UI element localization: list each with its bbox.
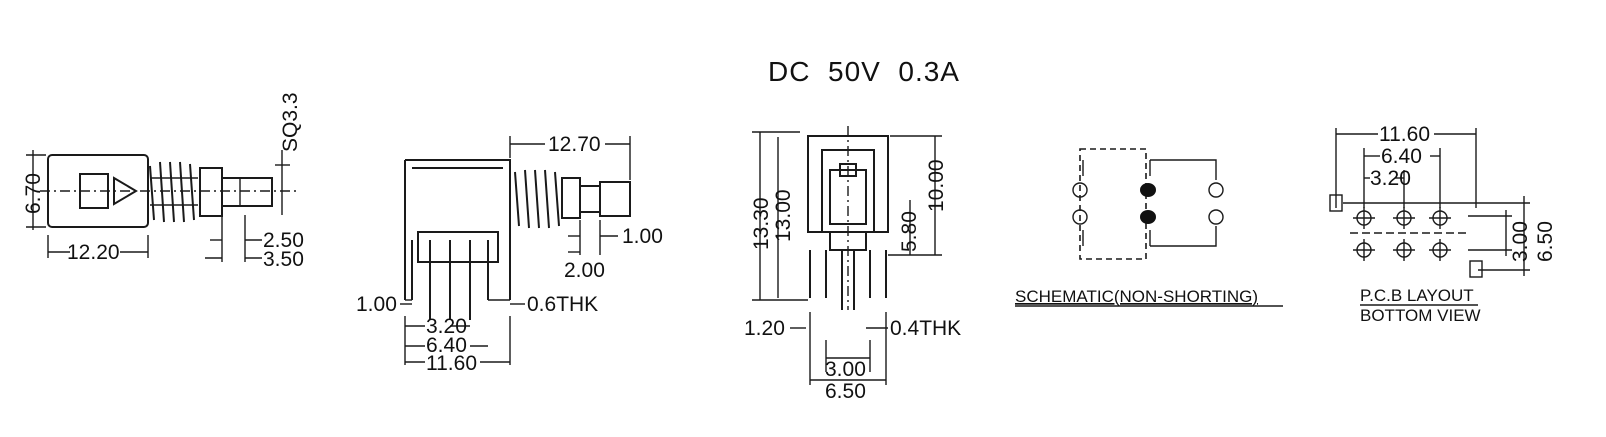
side-view [26, 150, 300, 262]
schematic [1079, 148, 1217, 260]
schematic-contact [1140, 183, 1156, 197]
pcb-pad [1429, 207, 1451, 229]
dim-plunger-1: 2.50 [263, 229, 304, 252]
dim-end-height-1: 13.30 [750, 197, 773, 250]
dim-sq: SQ3.3 [279, 92, 302, 152]
dim-front-pitch-3: 11.60 [426, 352, 477, 375]
schematic-terminal [1208, 209, 1224, 225]
dim-pcb-width-2: 6.40 [1381, 145, 1422, 168]
schematic-terminal [1072, 182, 1088, 198]
dim-pcb-height-1: 3.00 [1509, 221, 1532, 262]
dim-end-height-3: 10.00 [925, 159, 948, 212]
schematic-contact [1140, 210, 1156, 224]
dim-front-pitch-1: 3.20 [426, 315, 467, 338]
dim-end-thickness: 0.4THK [890, 317, 961, 340]
end-view [752, 126, 942, 385]
dim-end-height-4: 5.80 [898, 211, 921, 252]
dim-plunger-2: 3.50 [263, 248, 304, 271]
dim-end-pin-width: 1.20 [744, 317, 785, 340]
pcb-mount-hole [1469, 260, 1483, 278]
dim-end-width-1: 3.00 [825, 358, 866, 381]
dim-pcb-height-2: 6.50 [1534, 221, 1557, 262]
dim-front-d1: 1.00 [622, 225, 663, 248]
dim-length: 12.20 [67, 241, 120, 264]
pcb-label: P.C.B LAYOUT [1360, 286, 1474, 305]
dim-pcb-width-3: 3.20 [1370, 167, 1411, 190]
dim-pcb-width-1: 11.60 [1379, 123, 1430, 146]
pcb-mount-hole [1329, 194, 1343, 212]
rating-title: DC 50V 0.3A [768, 56, 960, 87]
pcb-layout [1335, 128, 1530, 276]
schematic-terminal [1208, 182, 1224, 198]
dim-front-pitch-2: 6.40 [426, 334, 467, 357]
dim-height: 6.70 [22, 173, 45, 214]
dim-end-height-2: 13.00 [772, 189, 795, 242]
pcb-pad [1429, 239, 1451, 261]
dim-front-d2: 2.00 [564, 259, 605, 282]
dim-front-length: 12.70 [548, 133, 601, 156]
front-view [400, 136, 631, 365]
pcb-pad [1393, 239, 1415, 261]
pcb-view-label: BOTTOM VIEW [1360, 306, 1481, 325]
dim-front-pin-width: 1.00 [356, 293, 397, 316]
pcb-pad [1353, 239, 1375, 261]
pcb-pad [1353, 207, 1375, 229]
pcb-pad [1393, 207, 1415, 229]
schematic-terminal [1072, 209, 1088, 225]
dim-front-thickness: 0.6THK [527, 293, 598, 316]
dim-end-width-2: 6.50 [825, 380, 866, 403]
schematic-label: SCHEMATIC(NON-SHORTING) [1015, 287, 1258, 306]
